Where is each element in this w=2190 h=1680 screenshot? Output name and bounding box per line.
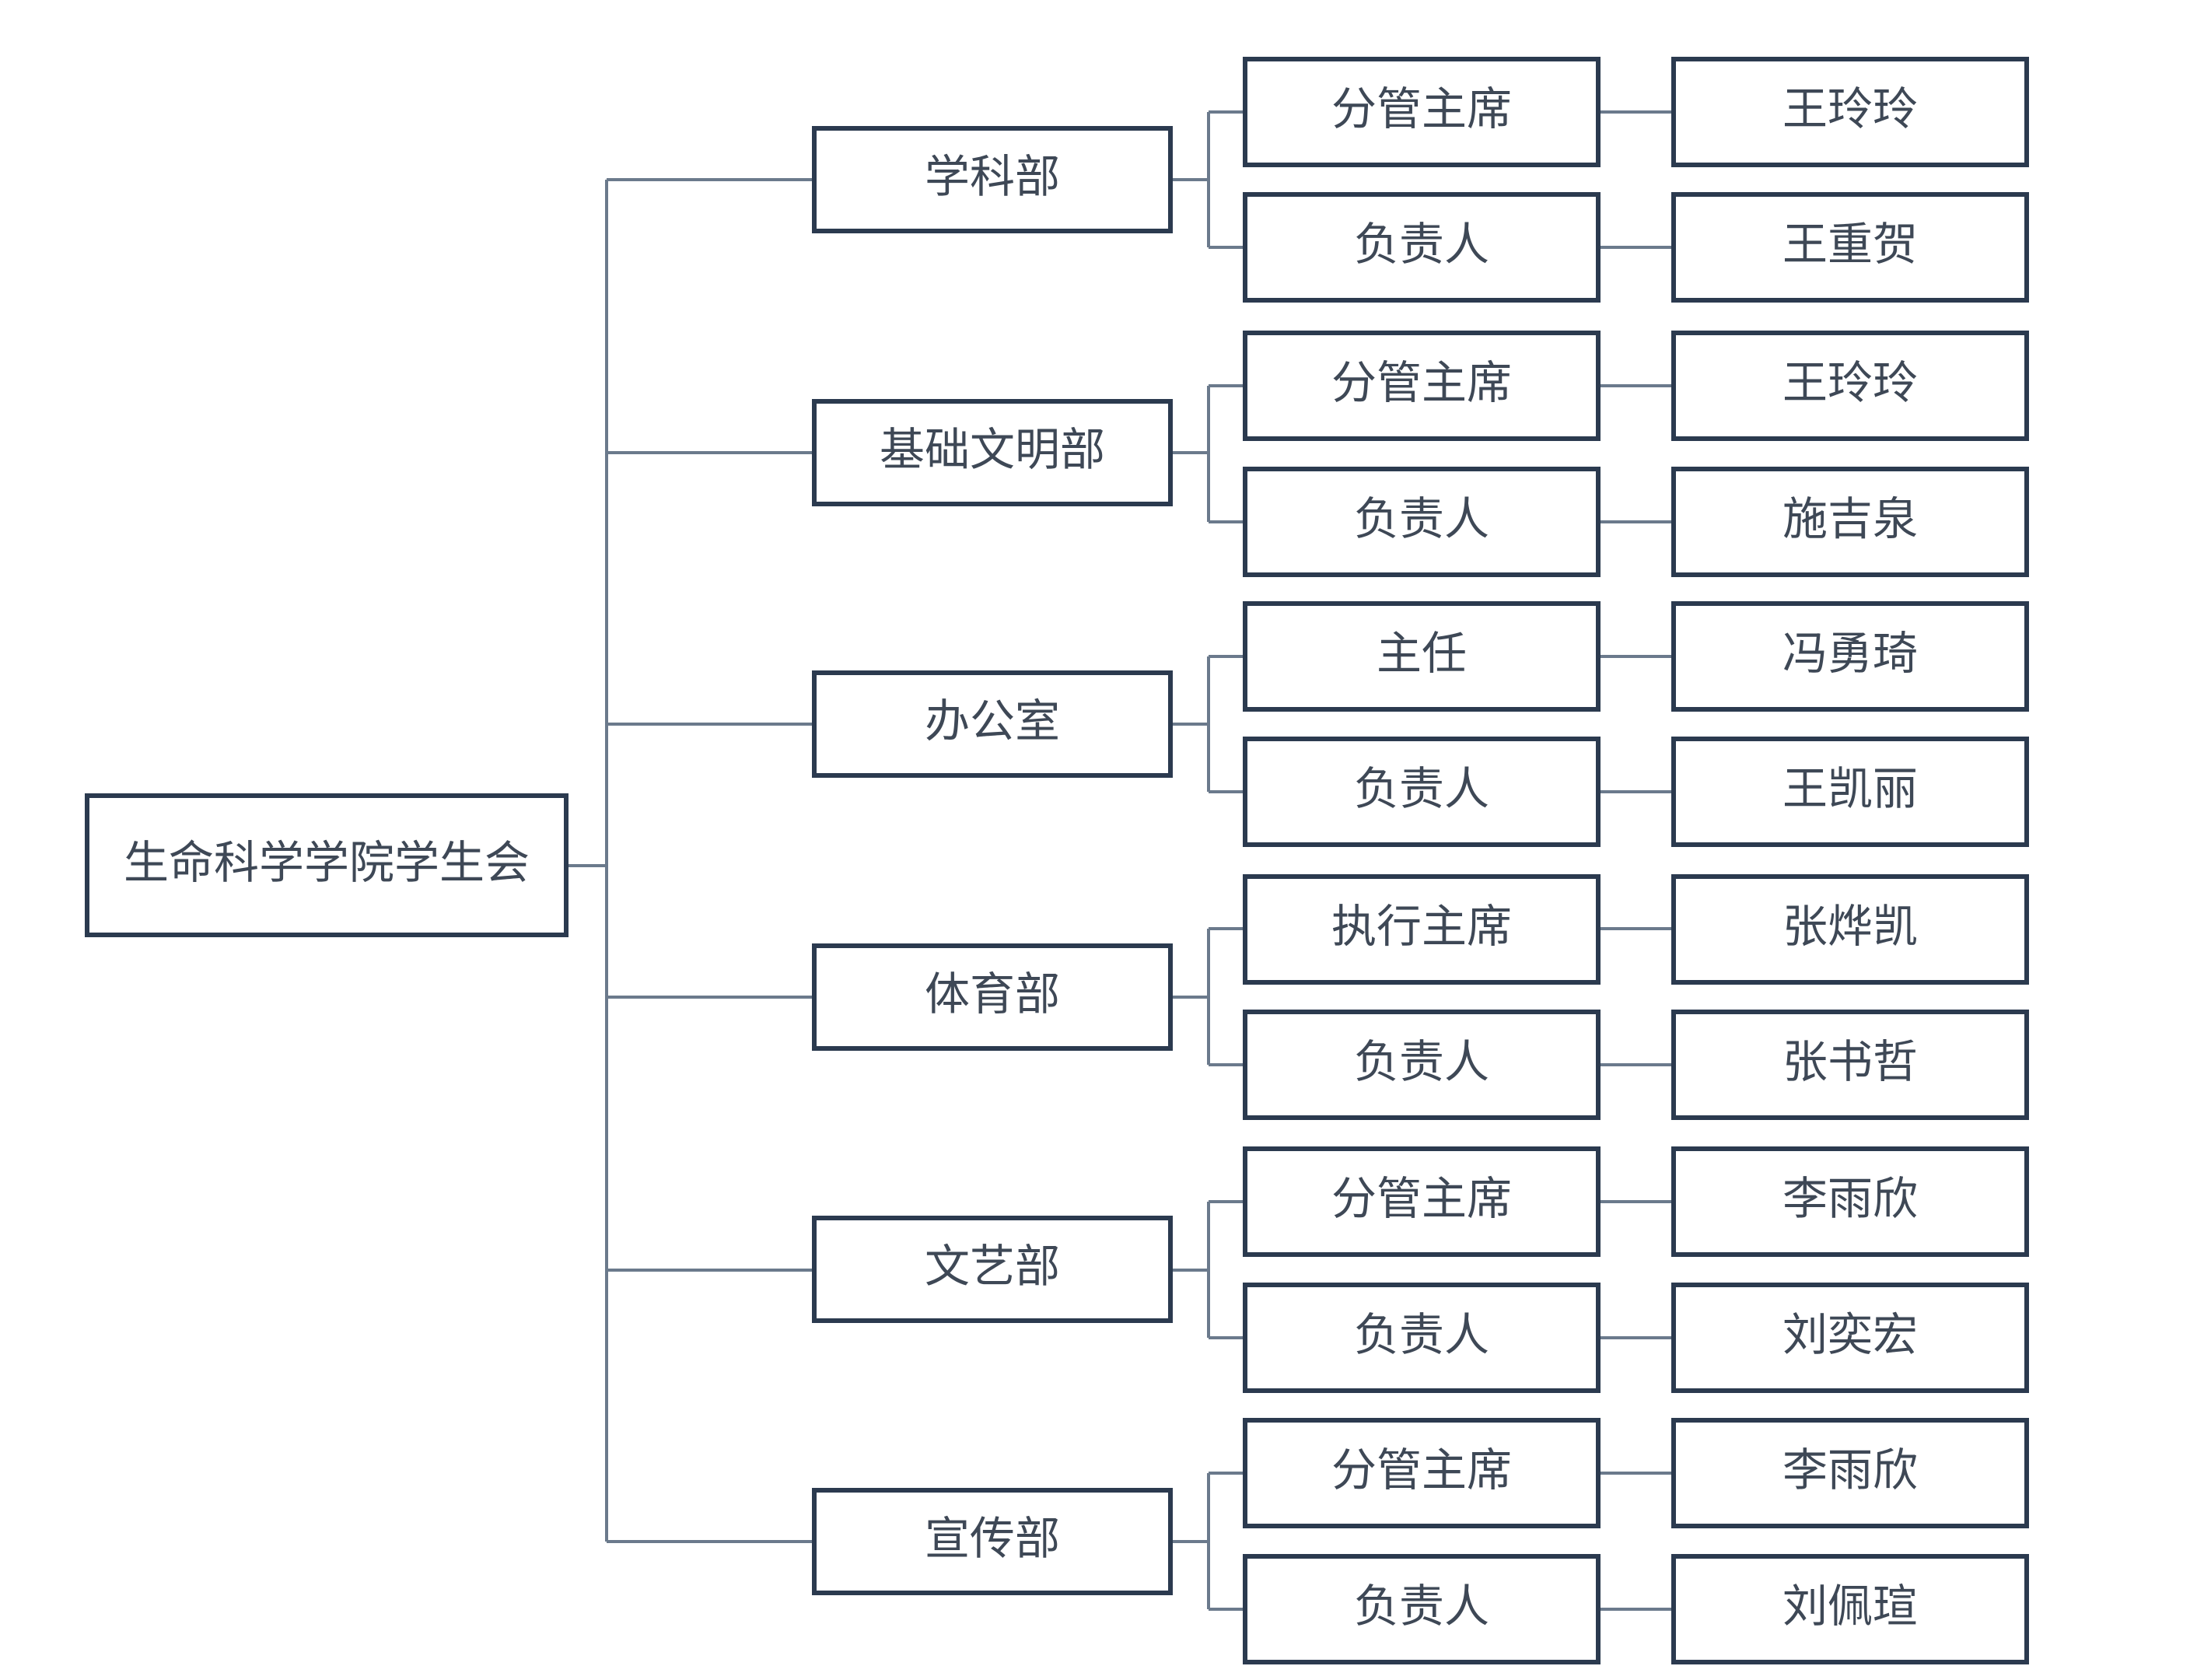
role-node: 主任 (1243, 601, 1601, 712)
department-node: 办公室 (812, 670, 1173, 778)
department-node: 基础文明部 (812, 399, 1173, 506)
person-node: 冯勇琦 (1671, 601, 2029, 712)
role-node: 负责人 (1243, 467, 1601, 577)
role-node: 分管主席 (1243, 331, 1601, 441)
role-node: 执行主席 (1243, 874, 1601, 985)
department-node: 学科部 (812, 126, 1173, 233)
person-node: 王重贺 (1671, 192, 2029, 303)
person-node: 王玲玲 (1671, 57, 2029, 167)
department-node: 体育部 (812, 943, 1173, 1051)
person-node: 刘奕宏 (1671, 1283, 2029, 1393)
department-node: 宣传部 (812, 1488, 1173, 1595)
person-node: 施吉泉 (1671, 467, 2029, 577)
person-node: 李雨欣 (1671, 1146, 2029, 1257)
root-node: 生命科学学院学生会 (85, 793, 568, 937)
person-node: 王玲玲 (1671, 331, 2029, 441)
role-node: 负责人 (1243, 1010, 1601, 1120)
person-node: 张书哲 (1671, 1010, 2029, 1120)
person-node: 张烨凯 (1671, 874, 2029, 985)
role-node: 分管主席 (1243, 1418, 1601, 1528)
person-node: 刘佩瑄 (1671, 1554, 2029, 1664)
role-node: 负责人 (1243, 1283, 1601, 1393)
person-node: 李雨欣 (1671, 1418, 2029, 1528)
department-node: 文艺部 (812, 1216, 1173, 1323)
role-node: 负责人 (1243, 737, 1601, 847)
person-node: 王凯丽 (1671, 737, 2029, 847)
role-node: 分管主席 (1243, 1146, 1601, 1257)
role-node: 负责人 (1243, 1554, 1601, 1664)
role-node: 分管主席 (1243, 57, 1601, 167)
role-node: 负责人 (1243, 192, 1601, 303)
